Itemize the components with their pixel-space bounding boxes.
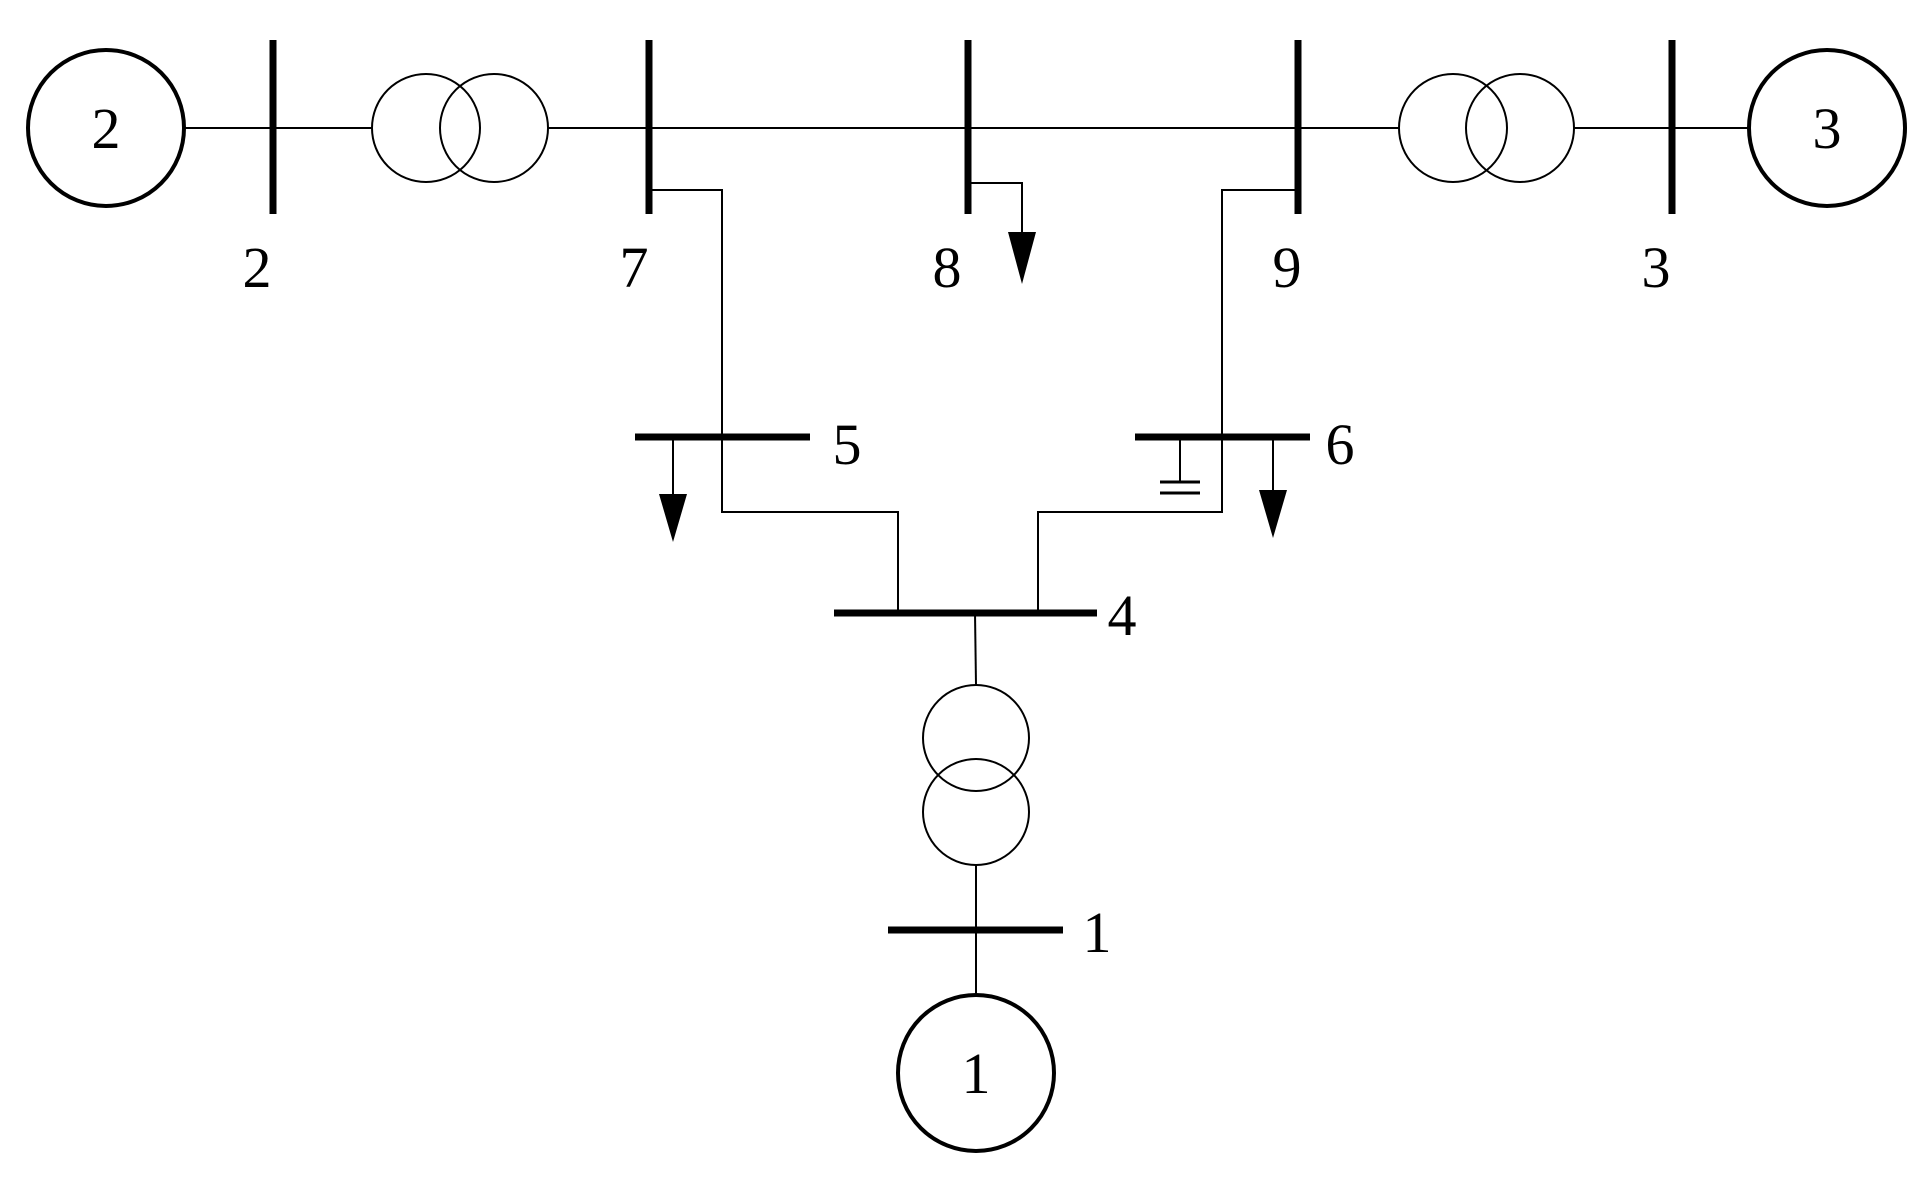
bus-4-label: 4 xyxy=(1108,583,1137,648)
load-6 xyxy=(1259,437,1287,538)
bus-1-label: 1 xyxy=(1083,900,1112,965)
connection-bus4-xfmr xyxy=(974,612,977,686)
load-8 xyxy=(968,182,1036,284)
bus-7-label: 7 xyxy=(620,235,649,300)
bus-8-label: 8 xyxy=(933,235,962,300)
bus-2-label: 2 xyxy=(243,235,272,300)
generator-3: 3 xyxy=(1747,48,1907,208)
generator-2: 2 xyxy=(26,48,186,208)
bus-5-label: 5 xyxy=(833,412,862,477)
generator-1: 1 xyxy=(896,993,1056,1153)
line-7-5 xyxy=(649,189,899,613)
transformer-9-3 xyxy=(1398,73,1575,183)
transformer-2-7 xyxy=(371,73,549,183)
bus-9-label: 9 xyxy=(1273,235,1302,300)
load-5 xyxy=(659,437,687,542)
generator-3-label: 3 xyxy=(1813,96,1842,161)
bus-6-label: 6 xyxy=(1326,412,1355,477)
generator-2-label: 2 xyxy=(92,96,121,161)
transformer-1-4 xyxy=(922,684,1030,866)
capacitor-6 xyxy=(1160,437,1200,495)
line-9-6 xyxy=(1037,189,1298,613)
generator-1-label: 1 xyxy=(962,1041,991,1106)
bus-3-label: 3 xyxy=(1642,235,1671,300)
